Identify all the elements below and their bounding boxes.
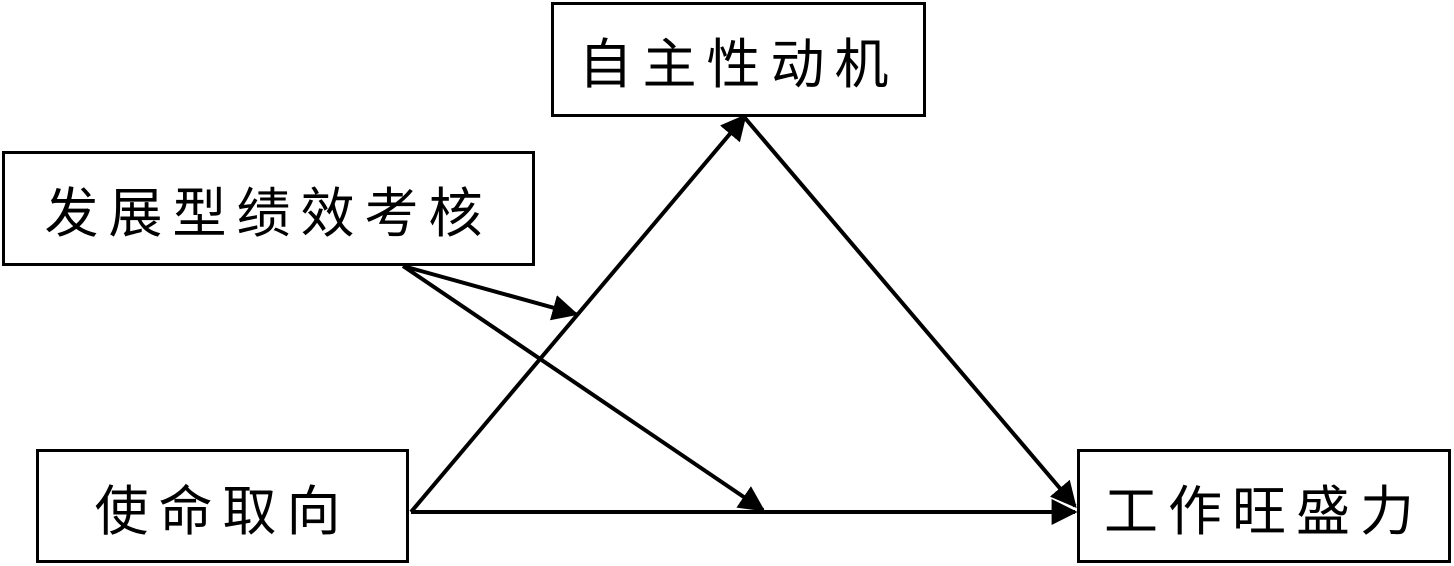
node-thriving-at-work-label: 工作旺盛力 — [1104, 479, 1424, 543]
node-calling-orientation: 使命取向 — [36, 449, 409, 563]
arrow-moderation-to-calling-autonomy-path — [402, 264, 579, 321]
node-autonomous-motivation: 自主性动机 — [551, 2, 926, 117]
arrow-autonomy-to-thriving — [743, 116, 1077, 508]
node-calling-orientation-label: 使命取向 — [94, 479, 351, 543]
node-developmental-performance-appraisal: 发展型绩效考核 — [2, 151, 535, 266]
node-developmental-performance-appraisal-label: 发展型绩效考核 — [44, 182, 493, 245]
node-thriving-at-work: 工作旺盛力 — [1077, 449, 1451, 563]
node-autonomous-motivation-label: 自主性动机 — [578, 33, 899, 96]
arrow-moderation-to-calling-thriving-path — [401, 264, 766, 512]
